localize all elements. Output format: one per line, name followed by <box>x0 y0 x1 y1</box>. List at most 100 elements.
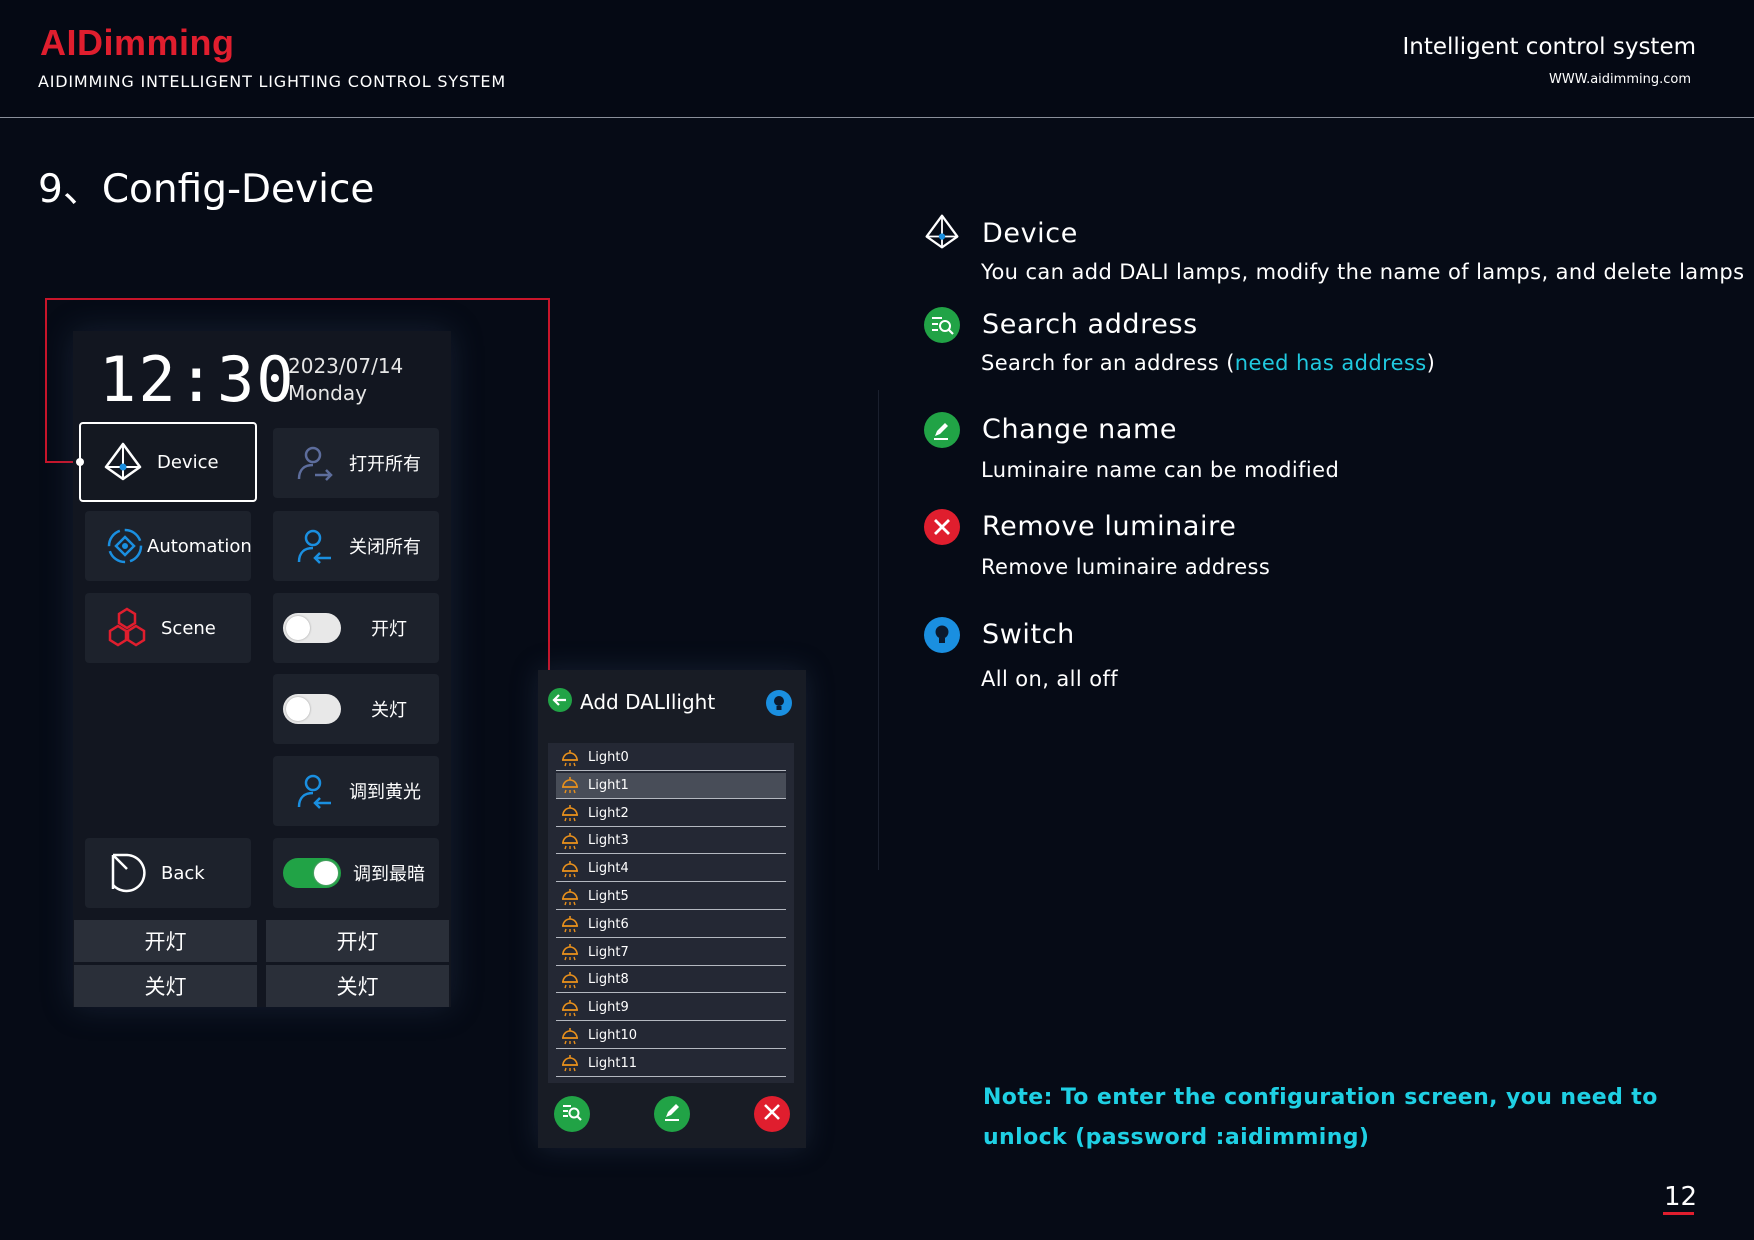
light-row[interactable]: Light2 <box>556 801 786 827</box>
light-on-tile[interactable]: 开灯 <box>273 593 439 663</box>
open-all-tile[interactable]: 打开所有 <box>273 428 439 498</box>
light-row[interactable]: Light5 <box>556 884 786 910</box>
website: WWW.aidimming.com <box>1549 72 1691 87</box>
lamp-icon <box>560 942 580 962</box>
light-label: Light9 <box>588 1000 629 1016</box>
dali-actions <box>538 1096 806 1136</box>
clock-time: 12:30 <box>99 343 296 416</box>
dimmest-toggle[interactable] <box>283 858 341 888</box>
light-row[interactable]: Light3 <box>556 828 786 855</box>
tile-label: 打开所有 <box>349 454 421 475</box>
light-row[interactable]: Light10 <box>556 1023 786 1049</box>
light-label: Light2 <box>588 805 629 821</box>
tile-label: 关灯 <box>371 700 407 721</box>
light-row[interactable]: Light1 <box>556 772 786 799</box>
close-icon <box>762 1102 782 1126</box>
light-label: Light11 <box>588 1055 637 1071</box>
feature-desc: You can add DALI lamps, modify the name … <box>981 260 1745 284</box>
light-label: Light10 <box>588 1028 637 1043</box>
tile-label: Automation <box>147 535 252 557</box>
connector-dot <box>76 458 84 466</box>
tile-label: 调到黄光 <box>349 782 421 803</box>
brand-logo: AIDimming <box>40 22 235 63</box>
search-list-icon <box>922 305 962 345</box>
light-on-button[interactable]: 开灯 <box>74 920 257 962</box>
lamp-icon <box>560 748 580 768</box>
weekday: Monday <box>288 381 367 405</box>
back-arrow-icon[interactable] <box>548 688 572 716</box>
light-row[interactable]: Light11 <box>556 1051 786 1077</box>
light-label: Light6 <box>588 916 629 932</box>
page-title: 9、Config-Device <box>38 167 375 212</box>
light-off-button[interactable]: 关灯 <box>266 965 449 1007</box>
lamp-icon <box>560 803 580 823</box>
close-all-tile[interactable]: 关闭所有 <box>273 511 439 581</box>
lamp-icon <box>560 998 580 1018</box>
device-tile[interactable]: Device <box>79 422 257 502</box>
lamp-icon <box>560 775 580 795</box>
light-row[interactable]: Light8 <box>556 967 786 994</box>
pencil-icon <box>662 1102 682 1126</box>
feature-title: Search address <box>982 309 1198 340</box>
light-row[interactable]: Light4 <box>556 856 786 883</box>
desc-highlight: need has address <box>1234 351 1427 375</box>
light-label: Light5 <box>588 889 629 904</box>
tile-label: Back <box>161 862 205 884</box>
section-divider <box>878 390 879 870</box>
desc-suffix: ) <box>1426 351 1436 375</box>
light-row[interactable]: Light6 <box>556 912 786 938</box>
dimmest-tile[interactable]: 调到最暗 <box>273 838 439 908</box>
light-off-tile[interactable]: 关灯 <box>273 674 439 744</box>
pencil-icon <box>922 410 962 450</box>
lamp-icon <box>560 831 580 851</box>
desc-prefix: Search for an address ( <box>981 351 1235 375</box>
search-list-icon <box>561 1101 583 1127</box>
search-list-button[interactable] <box>554 1096 590 1132</box>
connector-line <box>45 298 47 463</box>
dali-title: Add DALIlight <box>580 690 716 714</box>
back-tile[interactable]: Back <box>85 838 251 908</box>
connector-line <box>548 298 550 670</box>
unlock-note: Note: To enter the configuration screen,… <box>983 1085 1658 1150</box>
page-number: 12 <box>1664 1182 1698 1212</box>
light-off-button[interactable]: 关灯 <box>74 965 257 1007</box>
light-label: Light4 <box>588 861 629 877</box>
user-arrow-right-icon <box>293 441 337 485</box>
date-value: 2023/07/14 <box>288 354 404 378</box>
lamp-icon <box>560 914 580 934</box>
light-label: Light0 <box>588 750 629 765</box>
light-on-toggle[interactable] <box>283 613 341 643</box>
rename-button[interactable] <box>654 1096 690 1132</box>
scene-icon <box>105 606 149 650</box>
system-title: AIDIMMING INTELLIGENT LIGHTING CONTROL S… <box>38 72 506 91</box>
light-off-toggle[interactable] <box>283 694 341 724</box>
device-icon <box>922 212 962 252</box>
feature-title: Switch <box>982 619 1075 650</box>
tile-label: 关闭所有 <box>349 537 421 558</box>
control-panel: 12:30 2023/07/14 Monday Device Automatio… <box>73 331 451 1007</box>
lamp-icon <box>560 970 580 990</box>
automation-tile[interactable]: Automation <box>85 511 252 581</box>
bulb-icon <box>922 615 962 655</box>
feature-title: Device <box>982 218 1078 249</box>
tagline: Intelligent control system <box>1402 34 1696 60</box>
tile-label: 开灯 <box>371 619 407 640</box>
user-arrow-left-icon <box>293 524 337 568</box>
light-row[interactable]: Light9 <box>556 995 786 1022</box>
light-label: Light8 <box>588 972 629 988</box>
light-on-button[interactable]: 开灯 <box>266 920 449 962</box>
light-label: Light3 <box>588 833 629 849</box>
lamp-icon <box>560 859 580 879</box>
back-icon <box>105 851 149 895</box>
warm-light-tile[interactable]: 调到黄光 <box>273 756 439 826</box>
remove-button[interactable] <box>754 1096 790 1132</box>
scene-tile[interactable]: Scene <box>85 593 251 663</box>
light-row[interactable]: Light0 <box>556 745 786 771</box>
close-icon <box>922 507 962 547</box>
tile-label: Scene <box>161 617 216 639</box>
light-label: Light1 <box>588 777 629 793</box>
bulb-icon[interactable] <box>766 690 792 720</box>
light-row[interactable]: Light7 <box>556 940 786 966</box>
